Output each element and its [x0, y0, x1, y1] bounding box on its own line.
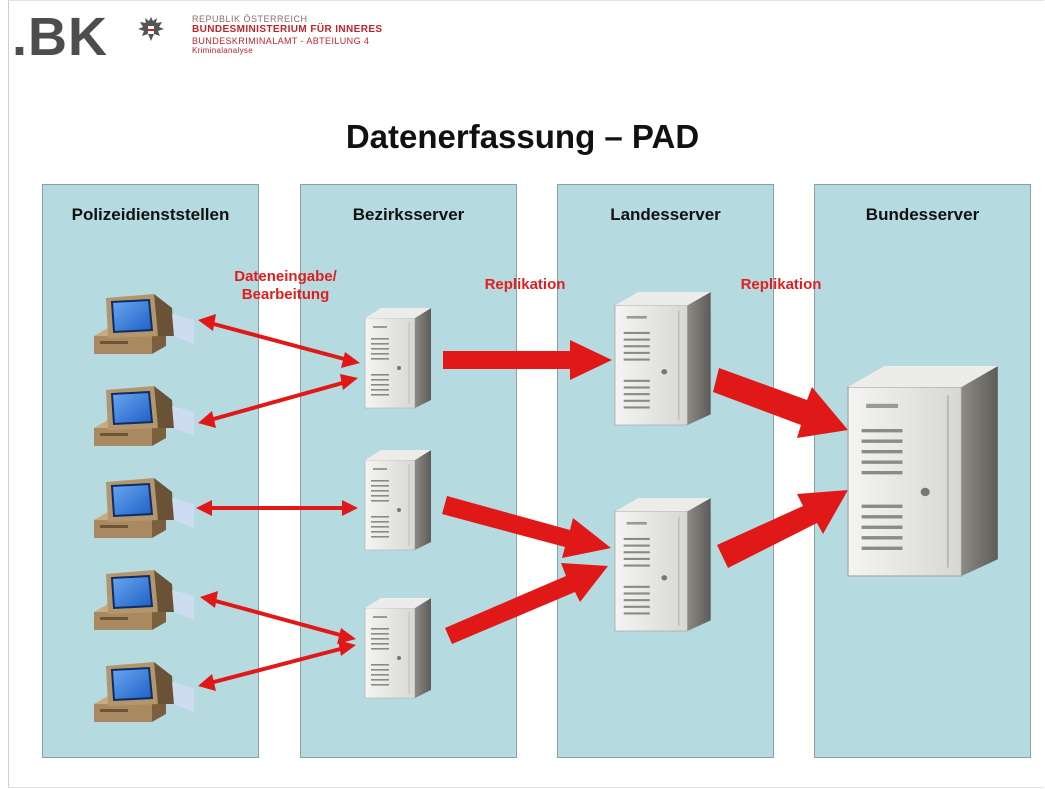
eagle-emblem-icon	[138, 17, 164, 41]
arrow-bezirk1-land1	[443, 340, 612, 380]
bk-logo: .BK	[12, 7, 108, 67]
header-division: Kriminalanalyse	[192, 46, 253, 56]
district-server-icon	[364, 307, 432, 409]
arrow-pc5-bezirk3	[198, 640, 356, 691]
access-arrows	[196, 314, 360, 691]
arrow-land1-bund	[713, 368, 848, 438]
arrow-pc4-bezirk3	[200, 591, 356, 644]
arrow-land2-bund	[717, 490, 848, 568]
arrow-pc2-bezirk1	[198, 374, 358, 428]
label-replication-2: Replikation	[740, 276, 822, 293]
ministry-header: REPUBLIK ÖSTERREICH BUNDESMINISTERIUM FÜ…	[192, 14, 383, 55]
column-title: Landesserver	[610, 205, 721, 224]
label-replication-1: Replikation	[484, 276, 566, 293]
federal-server-icon	[846, 364, 999, 578]
workstation-icon	[93, 661, 195, 723]
column-title: Bundesserver	[865, 205, 980, 224]
workstation-icon	[93, 569, 195, 631]
column-title: Bezirksserver	[352, 205, 465, 224]
workstation-icon	[93, 385, 195, 447]
header-country: REPUBLIK ÖSTERREICH	[192, 14, 308, 24]
workstation-icon	[93, 477, 195, 539]
slide-frame	[8, 0, 1044, 788]
arrow-bezirk3-land2	[445, 563, 608, 644]
label-data-input: Dateneingabe/ Bearbeitung	[234, 268, 337, 303]
state-server-icon	[614, 497, 712, 632]
arrow-pc1-bezirk1	[198, 314, 360, 368]
replication-arrows	[442, 340, 848, 644]
arrow-bezirk2-land2	[442, 496, 611, 558]
arrow-pc3-bezirk2	[196, 500, 358, 516]
header-department: BUNDESKRIMINALAMT - ABTEILUNG 4	[192, 35, 370, 46]
district-server-icon	[364, 449, 432, 551]
slide-title: Datenerfassung – PAD	[345, 118, 700, 155]
column-landesserver: Landesserver	[557, 184, 774, 758]
header-ministry: BUNDESMINISTERIUM FÜR INNERES	[192, 24, 383, 36]
state-server-icon	[614, 291, 712, 426]
district-server-icon	[364, 597, 432, 699]
column-title: Polizeidienststellen	[71, 205, 230, 224]
workstation-icon	[93, 293, 195, 355]
